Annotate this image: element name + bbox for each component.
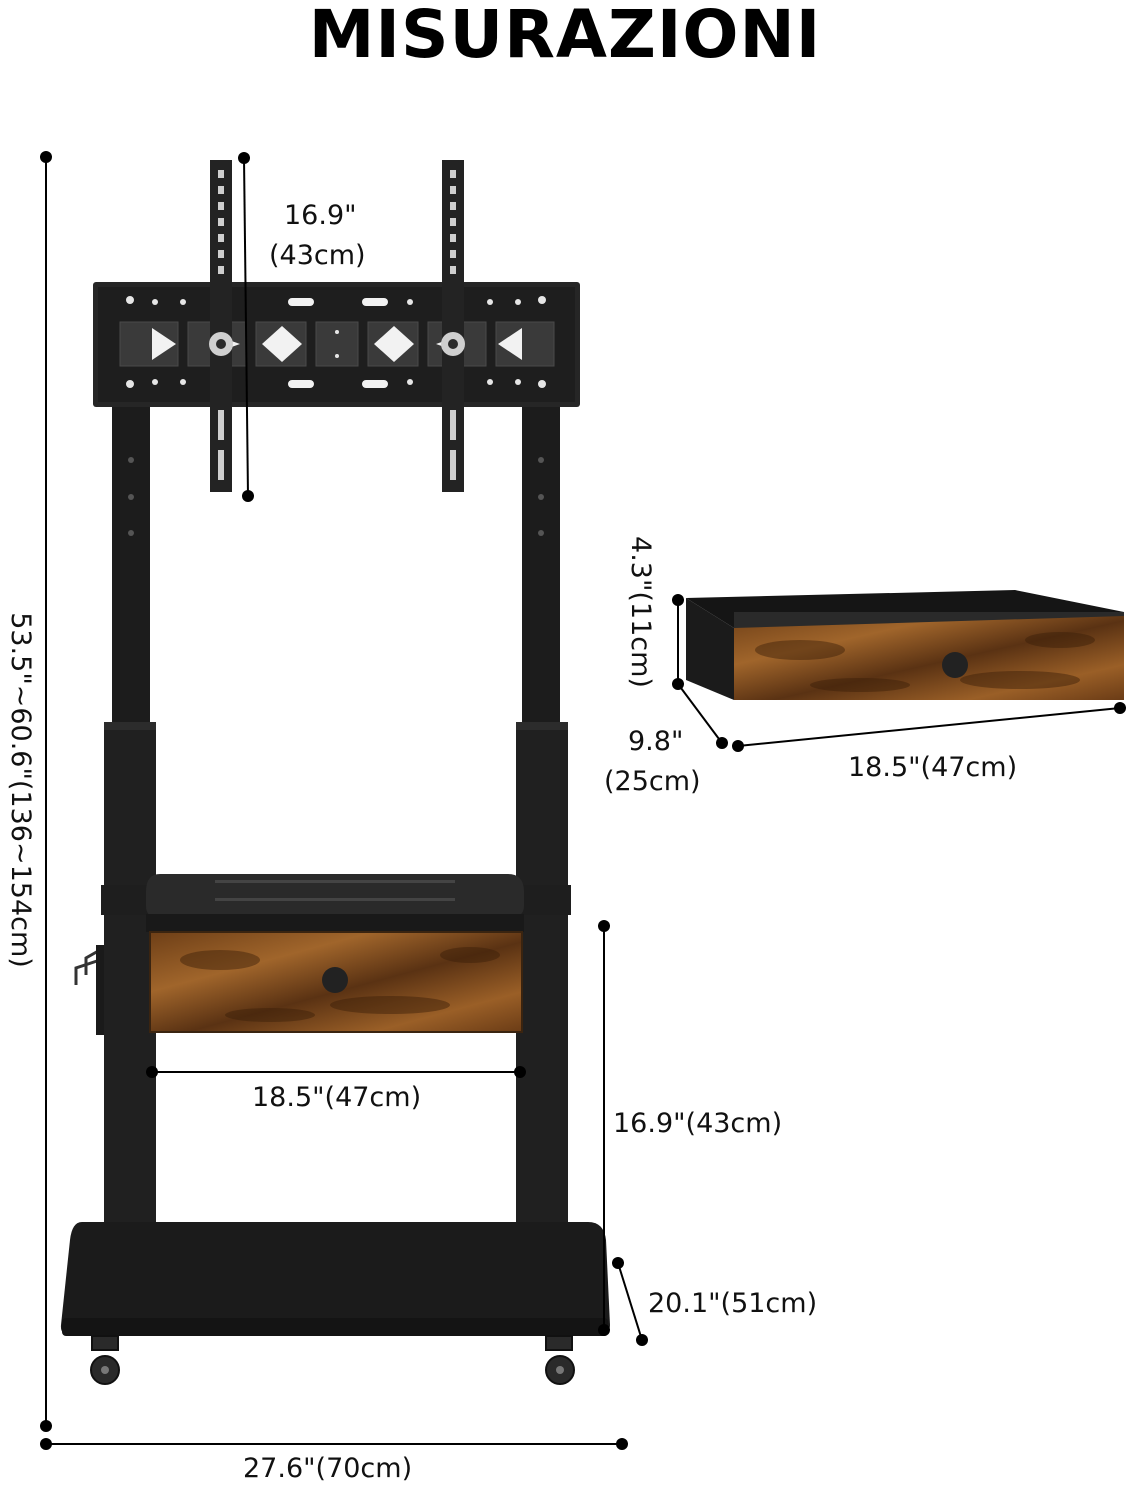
shelf-width-label: 18.5"(47cm) [252, 1082, 422, 1113]
drawer-illustration [686, 590, 1124, 700]
bracket-width-cm-label: (43cm) [269, 240, 366, 271]
height-label: 53.5"~60.6"(136~154cm) [5, 612, 37, 968]
drawer-depth-cm-label: (25cm) [604, 766, 701, 797]
drawer-height-label: 4.3"(11cm) [625, 536, 657, 688]
dimension-endpoints [40, 151, 1126, 1450]
base-width-label: 27.6"(70cm) [243, 1453, 413, 1484]
tv-stand [60, 160, 610, 1385]
page-title: MISURAZIONI [308, 0, 822, 73]
dimension-lines [45, 157, 1121, 1445]
drawer-depth-label: 9.8" [628, 726, 684, 757]
base-depth-label: 20.1"(51cm) [648, 1288, 818, 1319]
bracket-width-label: 16.9" [284, 200, 357, 231]
drawer-width-label: 18.5"(47cm) [848, 752, 1018, 783]
shelf-height-label: 16.9"(43cm) [613, 1108, 783, 1139]
